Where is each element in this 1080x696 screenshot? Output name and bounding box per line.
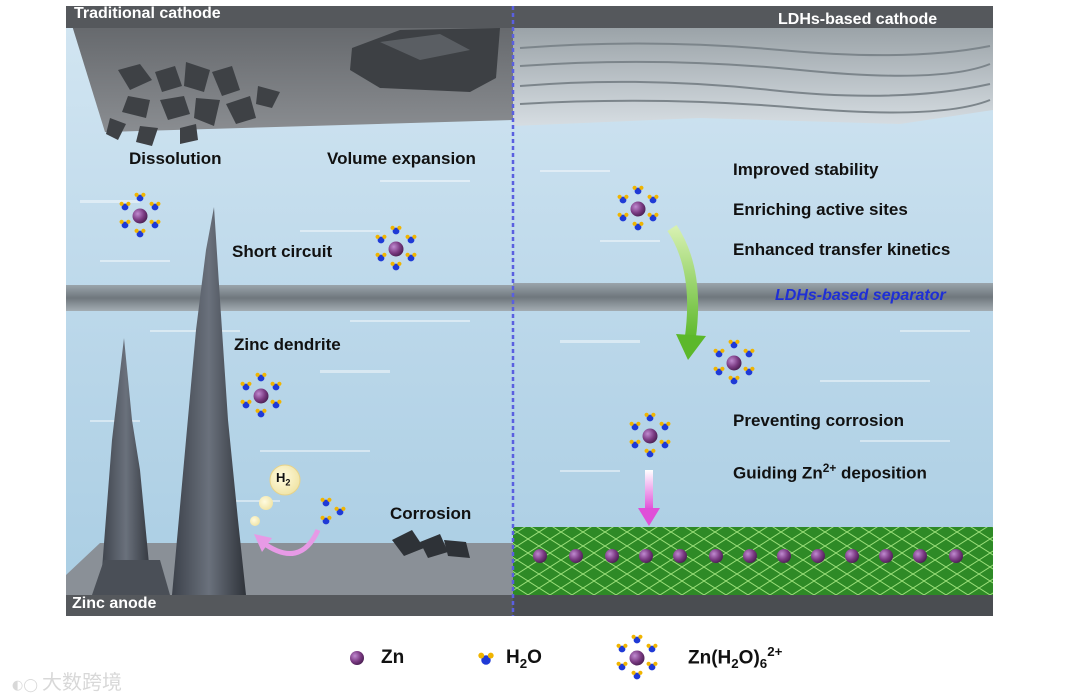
dissolution-fragments: [106, 62, 280, 146]
deposition-arrow: [645, 470, 653, 510]
enriching-sites-label: Enriching active sites: [733, 200, 908, 219]
improved-stability-label: Improved stability: [733, 160, 879, 179]
ldh-separator: [513, 283, 993, 311]
legend-h2o-label: H2O: [506, 647, 542, 671]
h2-bubble-label: H2: [276, 470, 291, 488]
h2-bubble-medium: [259, 496, 273, 510]
transfer-arrow-head: [676, 334, 706, 360]
ldh-cathode-top: [513, 6, 993, 28]
dissolution-label: Dissolution: [129, 149, 222, 168]
h2-bubble-large: [269, 464, 301, 496]
zinc-dendrite-small: [100, 338, 152, 595]
deposited-zn-atoms: [533, 549, 963, 563]
guiding-deposition-label: Guiding Zn2+ deposition: [733, 461, 927, 483]
separator-left: [66, 285, 513, 311]
watermark-logo-icon: ◐◯: [12, 678, 43, 693]
corrosion-arrow: [260, 528, 321, 556]
h2-bubble-small: [250, 516, 260, 526]
volume-expansion-label: Volume expansion: [327, 149, 476, 168]
corrosion-label: Corrosion: [390, 504, 472, 523]
traditional-cathode-top: [66, 6, 513, 28]
volume-expansion-facet: [380, 34, 470, 60]
watermark: ◐◯ 大数跨境: [12, 670, 123, 694]
ldh-separator-label: LDHs-based separator: [775, 287, 946, 304]
zinc-anode-base: [66, 595, 513, 616]
zinc-dendrite-label: Zinc dendrite: [234, 335, 341, 354]
transfer-arrow: [667, 224, 699, 341]
preventing-corrosion-label: Preventing corrosion: [733, 411, 904, 430]
short-circuit-label: Short circuit: [232, 242, 333, 261]
ldh-cathode-layers: [519, 42, 991, 114]
zinc-dendrite-large: [172, 207, 246, 595]
legend-h2o-icon: [478, 652, 494, 665]
legend-zn-icon: [350, 651, 364, 665]
corrosion-debris: [392, 530, 470, 558]
ldh-cathode-label: LDHs-based cathode: [778, 11, 938, 28]
dendrite-base: [92, 560, 170, 595]
corrosion-arrow-head: [254, 534, 272, 552]
zinc-anode-label: Zinc anode: [72, 595, 157, 612]
legend-complex-icon: [617, 635, 658, 680]
traditional-cathode-label: Traditional cathode: [74, 5, 221, 22]
transfer-kinetics-label: Enhanced transfer kinetics: [733, 240, 951, 259]
ldh-anode-base: [513, 595, 993, 616]
deposition-arrow-head: [638, 508, 660, 526]
legend-complex-label: Zn(H2O)62+: [688, 644, 783, 672]
legend-zn-label: Zn: [381, 647, 405, 668]
